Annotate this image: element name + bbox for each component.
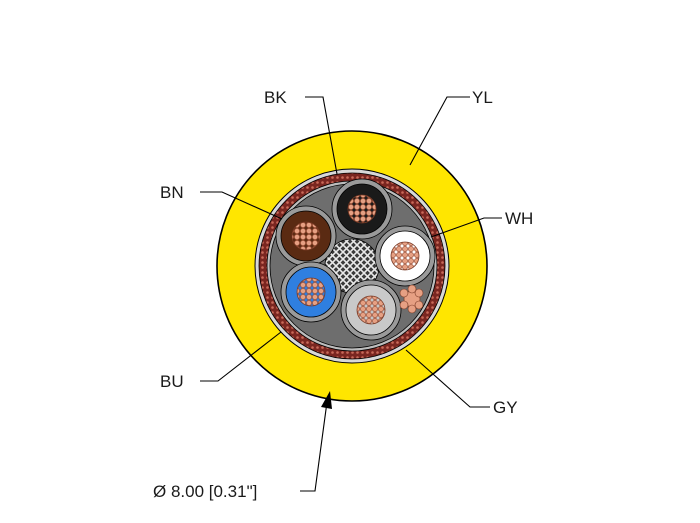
leader-wh [430,217,502,238]
leader-yl [409,96,470,166]
label-bk: BK [264,88,287,107]
label-bu: BU [160,372,184,391]
leader-bn [200,191,283,220]
core-gray [340,279,402,341]
core-white [374,225,436,287]
core-black [331,178,393,240]
label-bn: BN [160,183,184,202]
leader-gy [405,349,490,408]
diameter-arrowhead [321,391,332,409]
leader-bk [305,96,338,175]
drain-wire [399,284,424,314]
label-wh: WH [505,209,533,228]
leader-bu [200,331,282,382]
leader-diameter [300,401,328,492]
label-gy: GY [493,398,518,417]
core-blue [280,261,342,323]
label-yl: YL [472,88,493,107]
label-diameter: Ø 8.00 [0.31"] [153,482,257,501]
core-brown [275,205,337,267]
